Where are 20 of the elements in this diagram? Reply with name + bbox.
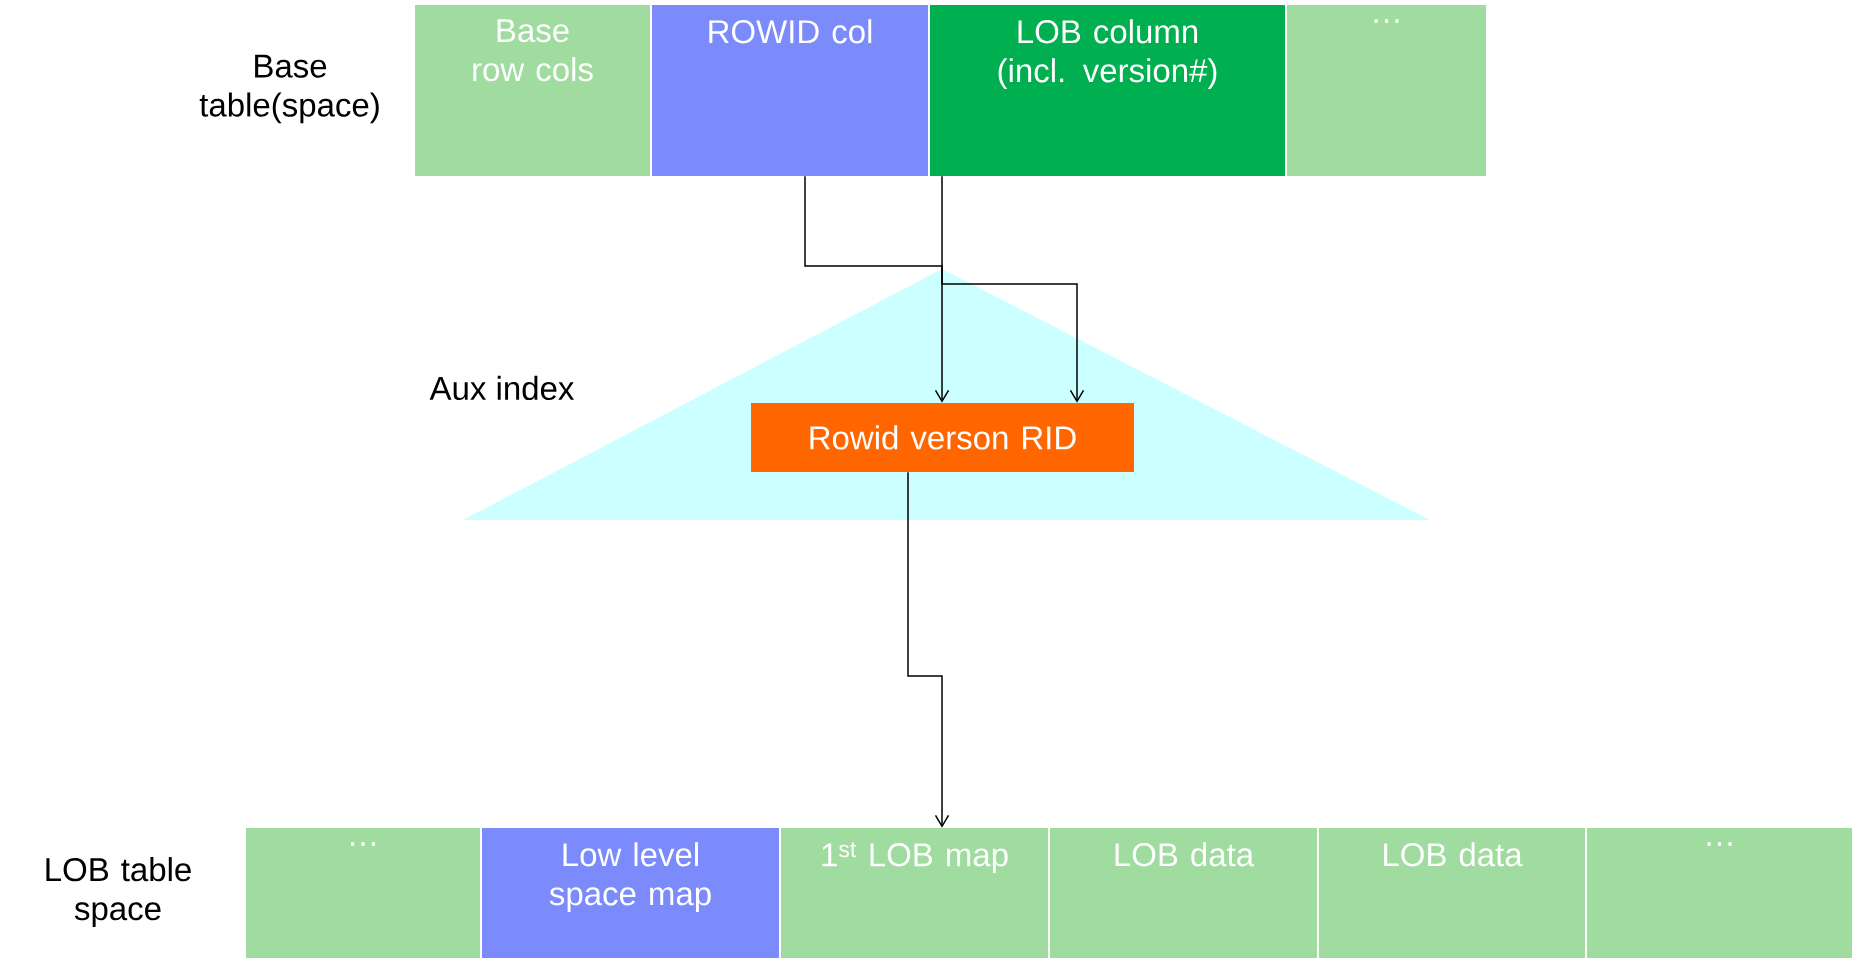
node-label: LOB data [1384, 842, 1523, 867]
node-label: LOB data [1115, 842, 1255, 867]
row-label: Base table(space) [199, 54, 379, 124]
table-cell: ROWID col [652, 5, 928, 176]
index-entry-box: Rowid verson RID [751, 403, 1134, 472]
table-cell: … [246, 828, 480, 958]
table-cell: LOB data [1319, 828, 1585, 958]
arrow [907, 471, 950, 828]
node-label: 1$^{st}$ LOB map [822, 842, 1008, 874]
arrow [804, 175, 950, 403]
table-cell: Low level space map [482, 828, 779, 958]
table-cell: … [1287, 5, 1486, 176]
table-cell: LOB column (incl. version#) [930, 5, 1285, 176]
table-cell: 1$^{st}$ LOB map [781, 828, 1048, 958]
row-label: LOB table space [46, 857, 191, 927]
table-cell: … [1587, 828, 1852, 958]
node-label: … [1707, 842, 1732, 846]
table-cell: Base row cols [415, 5, 650, 176]
arrow [941, 175, 1085, 403]
table-cell: LOB data [1050, 828, 1317, 958]
